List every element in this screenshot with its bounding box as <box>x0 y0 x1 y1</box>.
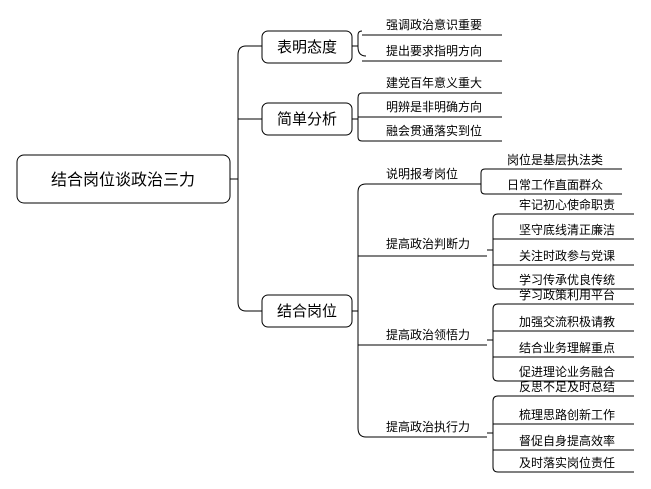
leaf-item: 促进理论业务融合 <box>519 364 615 379</box>
root-label: 结合岗位谈政治三力 <box>51 170 195 189</box>
leaf-item: 坚守底线清正廉洁 <box>519 222 615 237</box>
branch-label: 结合岗位 <box>277 302 337 320</box>
branch-node-biaoming: 表明态度 <box>261 30 353 64</box>
connectors <box>230 30 499 473</box>
branch-node-jiandan: 简单分析 <box>261 102 353 136</box>
leaf-item: 牢记初心使命职责 <box>519 197 615 212</box>
leaf-item: 日常工作直面群众 <box>507 178 603 192</box>
leaf-item: 督促自身提高效率 <box>519 433 615 448</box>
leaf-item: 结合业务理解重点 <box>519 340 615 355</box>
leaf-item: 提出要求指明方向 <box>386 43 482 58</box>
leaf-item: 融会贯通落实到位 <box>386 123 482 138</box>
sub-branch-label: 提高政治执行力 <box>386 419 470 434</box>
leaf-item: 及时落实岗位责任 <box>519 455 615 470</box>
leaf-item: 强调政治意识重要 <box>386 17 482 32</box>
leaf-item: 关注时政参与党课 <box>519 248 615 263</box>
underlines <box>362 34 634 473</box>
leaf-item: 反思不足及时总结 <box>519 380 615 394</box>
branch-node-jiehe: 结合岗位 <box>261 294 353 328</box>
branch-label: 表明态度 <box>277 38 337 56</box>
leaf-item: 梳理思路创新工作 <box>519 407 615 422</box>
leaf-item: 建党百年意义重大 <box>386 75 482 90</box>
branch-label: 简单分析 <box>277 110 337 128</box>
sub-branch-label: 说明报考岗位 <box>386 166 458 181</box>
leaf-item: 明辨是非明确方向 <box>386 99 482 114</box>
root-node: 结合岗位谈政治三力 <box>16 154 231 204</box>
leaf-item: 学习政策利用平台 <box>519 287 615 302</box>
leaf-item: 加强交流积极请教 <box>519 314 615 329</box>
leaf-item: 学习传承优良传统 <box>519 272 615 287</box>
leaf-item: 岗位是基层执法类 <box>507 152 603 167</box>
sub-branch-label: 提高政治领悟力 <box>386 327 470 342</box>
sub-branch-label: 提高政治判断力 <box>386 236 470 251</box>
